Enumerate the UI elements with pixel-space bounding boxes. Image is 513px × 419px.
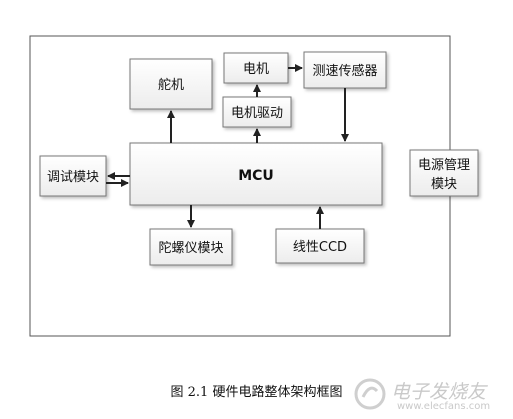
power-management-node: 电源管理 模块 [409, 149, 479, 197]
mcu-label: MCU [238, 168, 274, 184]
motor-driver-label: 电机驱动 [231, 106, 283, 121]
debug-module-label: 调试模块 [47, 170, 99, 185]
motor-node: 电机 [223, 52, 289, 84]
power-mgmt-label-line2: 模块 [431, 177, 457, 192]
rudder-node: 舵机 [129, 58, 213, 110]
watermark-url: www.elecfans.com [397, 401, 491, 412]
rudder-label: 舵机 [158, 78, 184, 93]
debug-module-node: 调试模块 [39, 155, 107, 197]
figure-caption: 图 2.1 硬件电路整体架构框图 [170, 385, 343, 400]
linear-ccd-node: 线性CCD [275, 228, 365, 264]
gyro-module-node: 陀螺仪模块 [149, 228, 233, 266]
linear-ccd-label: 线性CCD [293, 240, 347, 255]
power-mgmt-label-line1: 电源管理 [418, 158, 470, 173]
speed-sensor-label: 测速传感器 [312, 63, 377, 79]
motor-driver-node: 电机驱动 [222, 96, 292, 128]
gyro-module-label: 陀螺仪模块 [158, 240, 223, 256]
motor-label: 电机 [243, 62, 269, 77]
elecfans-logo-icon [354, 378, 386, 410]
speed-sensor-node: 测速传感器 [303, 51, 387, 89]
watermark: 电子发烧友 www.elecfans.com [353, 375, 503, 415]
mcu-node: MCU [129, 142, 383, 206]
watermark-text: 电子发烧友 [391, 381, 487, 403]
